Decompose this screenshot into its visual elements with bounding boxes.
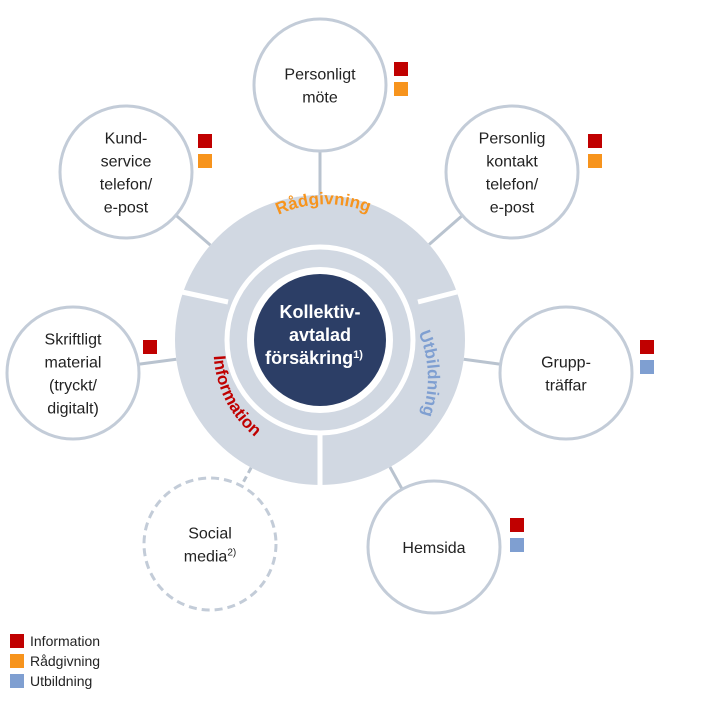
node-kundservice: Kund-service telefon/e-post [58,104,212,240]
center-line-3-text: försäkring [265,348,353,368]
connector-social-media [240,466,253,487]
legend-label-information: Information [30,633,100,649]
node-personlig-kontakt: Personlig kontakt telefon/e-post [444,104,602,240]
node-label-social-media-0: Social [188,526,232,543]
node-social-media: Social media2) [142,476,278,612]
node-skriftligt-material: Skriftligt material (tryckt/digitalt) [5,305,157,441]
node-label-personligt-mote-1: möte [302,90,338,107]
connectors [138,151,501,490]
connector-grupptraffar [463,357,501,366]
legend-swatch-utbildning [10,674,24,688]
legend-swatch-radgivning [10,654,24,668]
node-label-skriftligt-material-2: (tryckt/ [49,378,98,395]
center-circle [254,274,386,406]
node-label-personlig-kontakt-0: Personlig [479,131,546,148]
marker-radgivning-personligt-mote [394,82,408,96]
marker-information-hemsida [510,518,524,532]
node-personligt-mote: Personligt möte [252,17,408,153]
ring-divider-left [181,289,229,305]
marker-information-personlig-kontakt [588,134,602,148]
marker-utbildning-grupptraffar [640,360,654,374]
center-line-2: avtalad [289,325,351,345]
node-label-kundservice-3: e-post [104,200,149,217]
node-label-personlig-kontakt-3: e-post [490,200,535,217]
node-label-social-media-1: media2) [184,548,236,566]
node-footnote-social-media: 2) [227,548,236,559]
channel-ring: Kollektiv- avtalad försäkring1) Rådgivni… [175,189,465,486]
node-label-hemsida-0: Hemsida [402,540,465,557]
node-circle-hemsida [366,479,502,615]
node-label-kundservice-0: Kund- [105,131,148,148]
node-grupptraffar: Grupp-träffar [498,305,654,441]
legend-label-radgivning: Rådgivning [30,653,100,669]
node-label-grupptraffar-0: Grupp- [541,355,591,372]
node-label-skriftligt-material-3: digitalt) [47,401,99,418]
node-label-personligt-mote-0: Personligt [284,67,356,84]
marker-radgivning-kundservice [198,154,212,168]
legend-label-utbildning: Utbildning [30,673,92,689]
node-circle-grupptraffar [498,305,634,441]
node-circle-personligt-mote [252,17,388,153]
connector-personlig-kontakt [428,214,464,246]
node-circle-personlig-kontakt [444,104,580,240]
center-line-3: försäkring1) [265,348,363,368]
node-label-skriftligt-material-1: material [45,355,102,372]
ring-inner-boundary [224,244,416,436]
node-circle-skriftligt-material [5,305,141,441]
marker-information-personligt-mote [394,62,408,76]
marker-utbildning-hemsida [510,538,524,552]
connector-kundservice [174,214,212,247]
marker-information-grupptraffar [640,340,654,354]
ring-divider-right [417,289,458,305]
connector-skriftligt-material [138,357,177,366]
legend-swatch-information [10,634,24,648]
node-label-grupptraffar-1: träffar [545,378,587,395]
node-label-personlig-kontakt-2: telefon/ [486,177,539,194]
node-label-kundservice-1: service [101,154,152,171]
connector-hemsida [388,466,404,490]
marker-information-kundservice [198,134,212,148]
center-footnote: 1) [353,349,363,361]
node-circle-social-media [142,476,278,612]
marker-radgivning-personlig-kontakt [588,154,602,168]
node-hemsida: Hemsida [366,479,524,615]
marker-information-skriftligt-material [143,340,157,354]
node-circle-kundservice [58,104,194,240]
center-line-1: Kollektiv- [279,302,360,322]
node-label-personlig-kontakt-1: kontakt [486,154,538,171]
node-label-kundservice-2: telefon/ [100,177,153,194]
node-label-skriftligt-material-0: Skriftligt [45,332,102,349]
